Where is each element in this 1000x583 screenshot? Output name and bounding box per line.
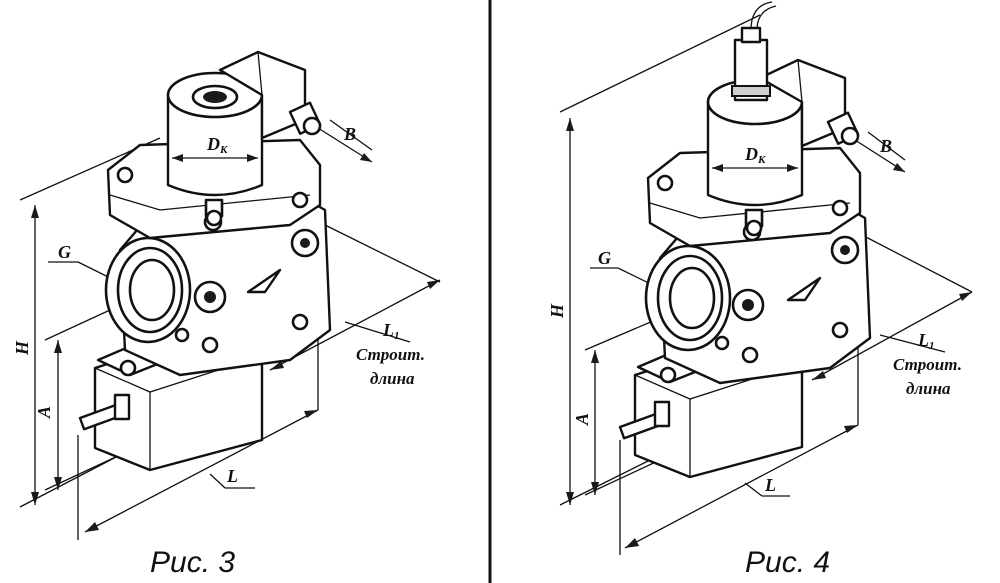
- figure-4: DК B G H A L L1 Строит. длина Рис. 4: [547, 1, 973, 579]
- a-label: A: [34, 406, 54, 419]
- note-line-2: длина: [370, 369, 415, 388]
- b-label: B: [879, 136, 892, 156]
- l-label: L: [226, 466, 238, 486]
- h-label: H: [12, 340, 32, 356]
- figure-caption: Рис. 4: [745, 546, 830, 579]
- valve-body: [78, 50, 332, 472]
- figure-caption: Рис. 3: [150, 546, 235, 579]
- figure-3: DК B G H A L L1 Строит. длина Рис. 3: [12, 50, 441, 579]
- l-label: L: [764, 475, 776, 495]
- l1-label: L1: [917, 330, 935, 352]
- b-label: B: [343, 124, 356, 144]
- dimension-lines: [559, 14, 973, 555]
- valve-body: [618, 1, 872, 479]
- g-label: G: [58, 242, 71, 262]
- note-line-1: Строит.: [356, 345, 425, 364]
- a-label: A: [572, 413, 592, 426]
- dk-label: DК: [206, 134, 228, 156]
- h-label: H: [547, 303, 567, 319]
- note-line-2: длина: [906, 379, 951, 398]
- l1-label: L1: [382, 320, 400, 342]
- note-line-1: Строит.: [893, 355, 962, 374]
- dk-label: DК: [744, 144, 766, 166]
- g-label: G: [598, 248, 611, 268]
